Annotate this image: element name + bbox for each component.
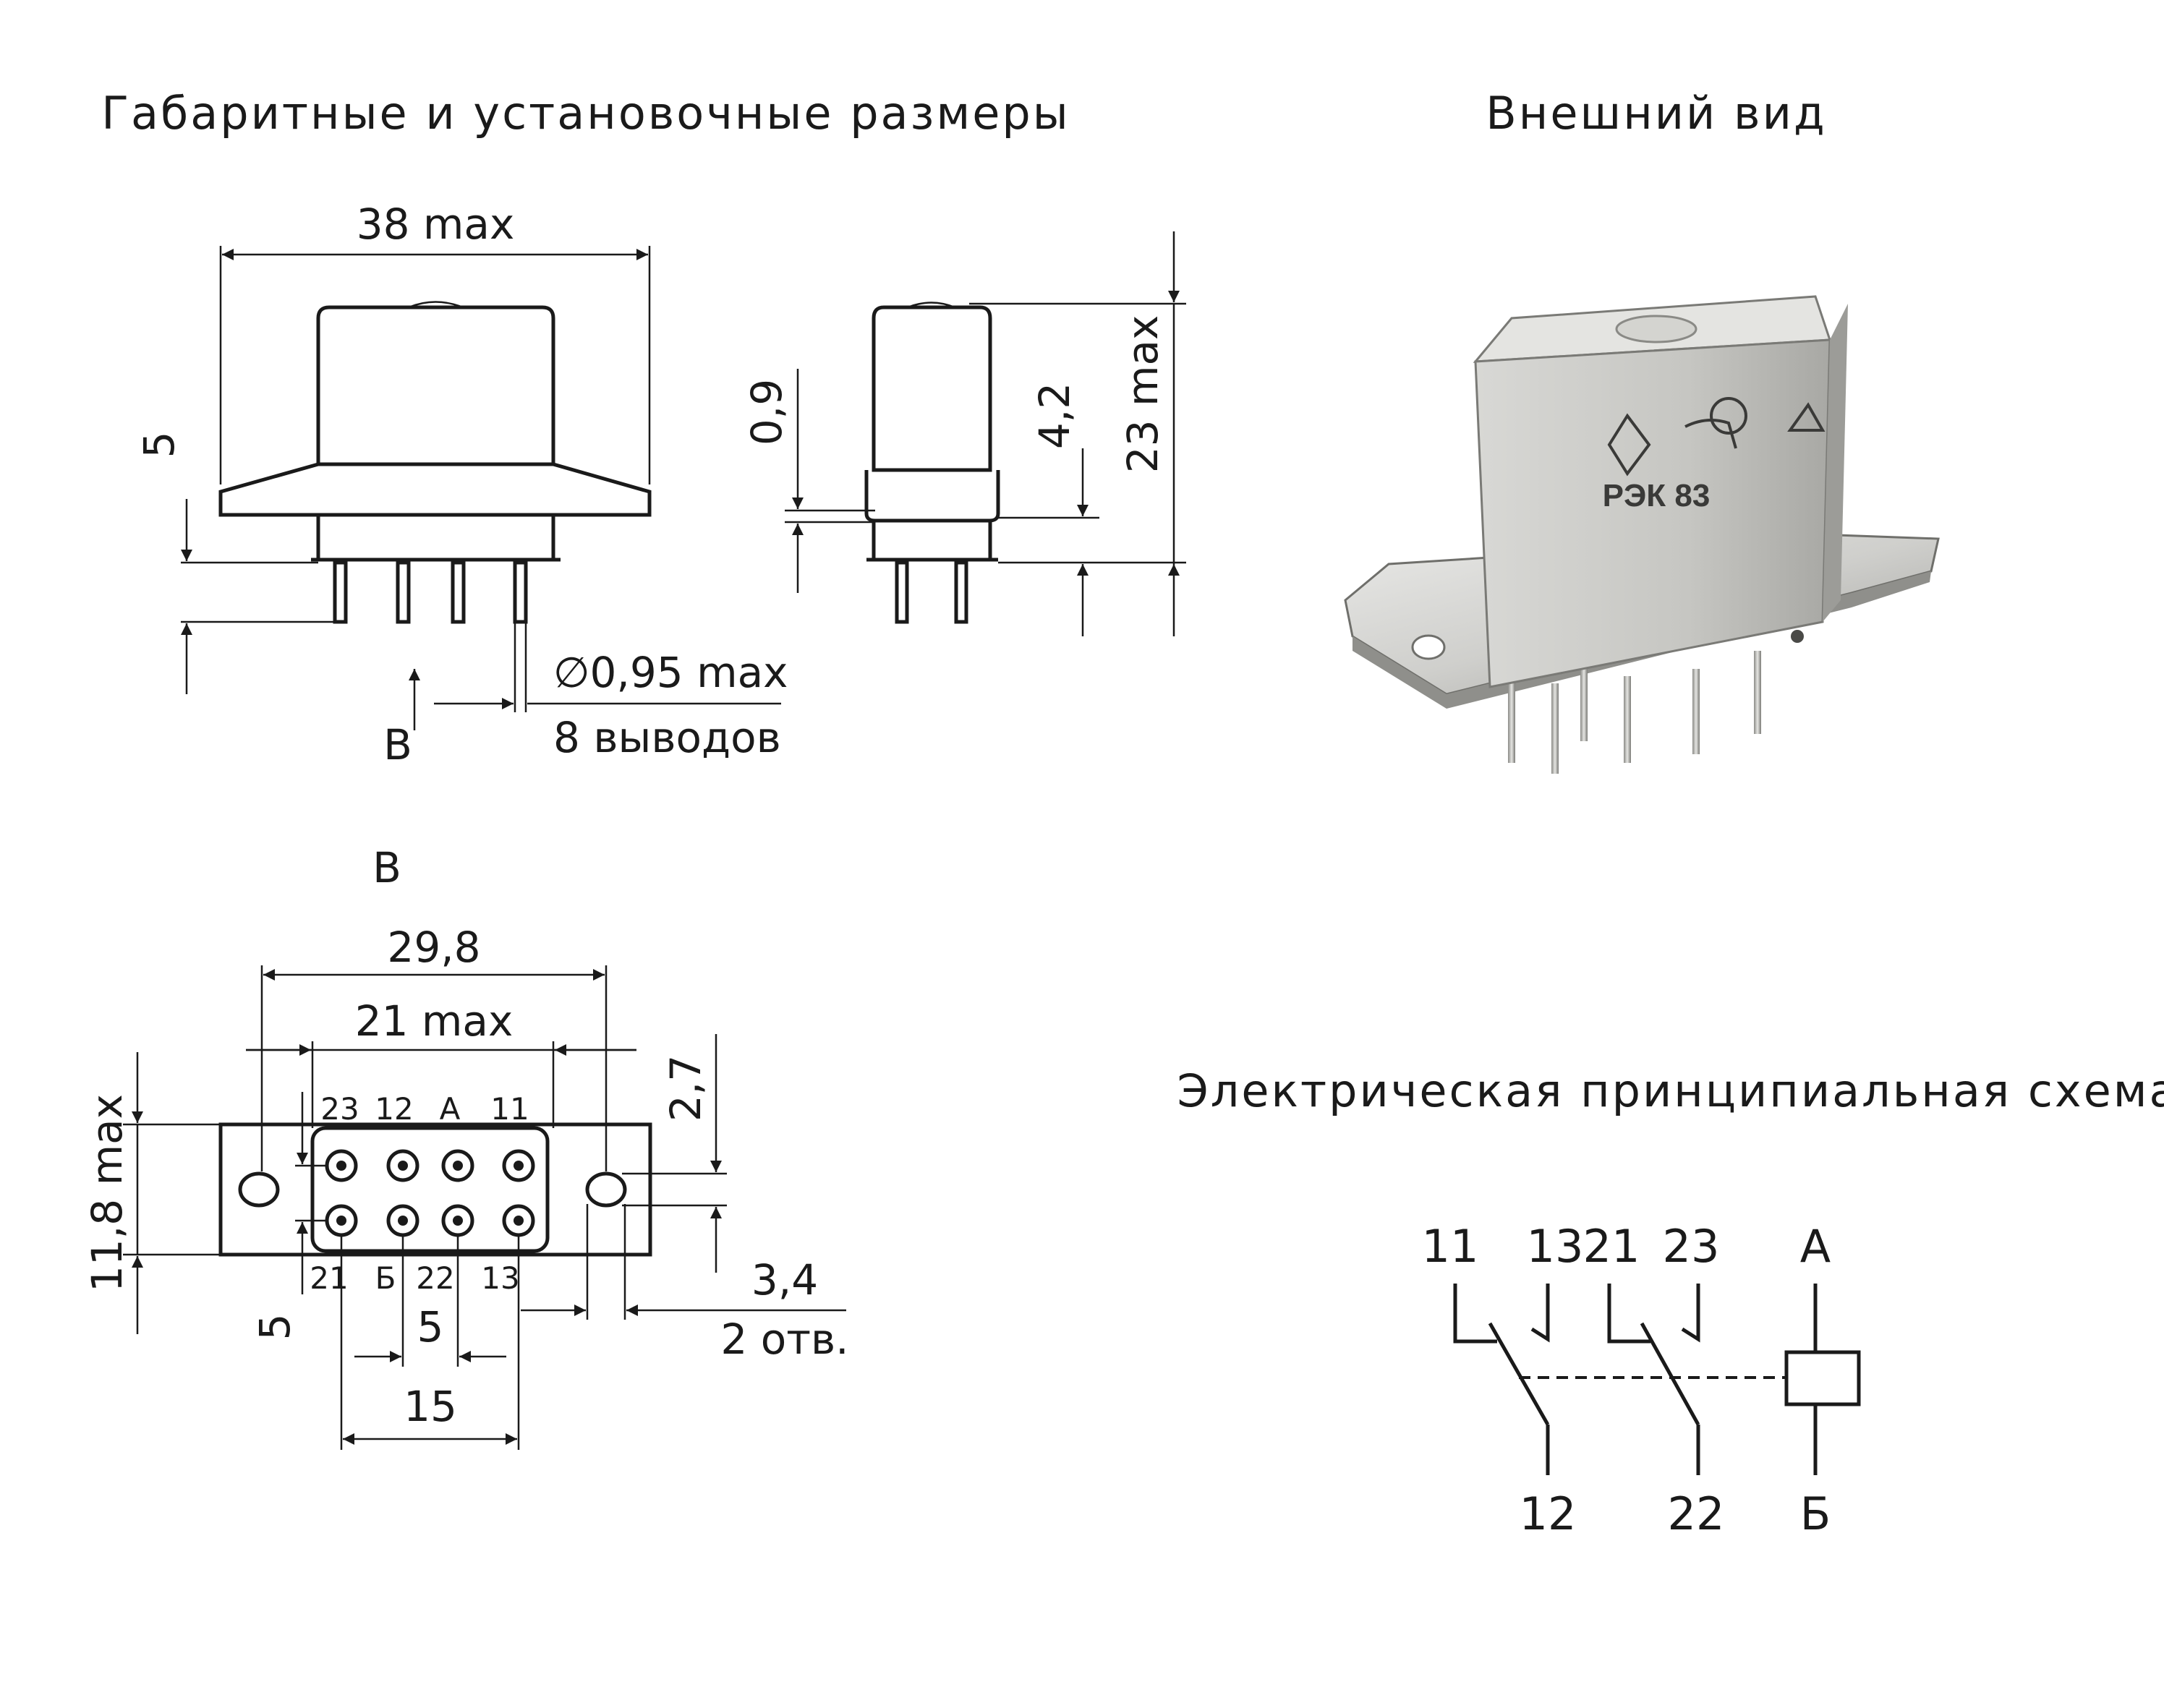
dim-hole-count: 2 отв. [720, 1315, 848, 1364]
pin-label-a: А [440, 1091, 461, 1127]
dim-pin-count: 8 выводов [553, 713, 781, 762]
product-marking: РЭК 83 [1603, 478, 1711, 513]
contact-switch-2 [1640, 1322, 1700, 1426]
front-cover [316, 305, 555, 472]
sch-label-23: 23 [1663, 1220, 1720, 1273]
view-marker-b: В [383, 720, 412, 769]
bottom-view: В 23 12 А 11 21 Б 22 13 29,8 [82, 843, 849, 1450]
side-bracket [864, 470, 1000, 523]
pin-label-13: 13 [481, 1260, 519, 1296]
mount-hole-left [238, 1171, 280, 1208]
pin-label-21: 21 [310, 1260, 348, 1296]
dim-hole-diameter-34: 3,4 [751, 1255, 818, 1305]
front-base [316, 513, 555, 562]
diamond-mark-icon [1607, 413, 1651, 477]
appearance-title: Внешний вид [1486, 87, 1826, 140]
sch-label-21: 21 [1583, 1220, 1640, 1273]
dim-pitch-5: 5 [417, 1302, 444, 1352]
product-flange-hole [1411, 634, 1446, 660]
side-view: 0,9 4,2 23 max [742, 231, 1186, 636]
dim-height-23: 23 max [1118, 315, 1167, 474]
electrical-schematic: 11 13 21 23 А 12 22 Б [1422, 1220, 1861, 1540]
contact-23-fixed [1681, 1284, 1700, 1343]
contact-21-fixed [1607, 1284, 1650, 1344]
logo-mark-icon [1710, 397, 1747, 435]
side-cover [872, 305, 992, 472]
sch-label-13: 13 [1527, 1220, 1584, 1273]
contact-11-fixed [1453, 1284, 1497, 1344]
mount-hole-right [585, 1171, 627, 1208]
dim-pin-diameter: ∅0,95 max [553, 648, 788, 697]
contact-13-fixed [1530, 1284, 1550, 1343]
bottom-view-label: В [372, 843, 401, 892]
sch-label-a: А [1800, 1220, 1831, 1273]
dim-length-298: 29,8 [387, 923, 480, 972]
pin-label-b: Б [375, 1260, 396, 1296]
dim-height-118: 11,8 max [82, 1094, 132, 1292]
sch-label-22: 22 [1668, 1487, 1725, 1540]
schematic-title: Электрическая принципиальная схема [1177, 1064, 2164, 1117]
front-flange [218, 462, 652, 517]
product-cover-face [1474, 338, 1831, 688]
sch-label-b: Б [1800, 1487, 1831, 1540]
front-cover-dome [408, 301, 464, 309]
relay-coil [1784, 1350, 1861, 1406]
front-view: 38 max 5 ∅0,95 max 8 выводов В [135, 200, 788, 769]
dim-body-length-21: 21 max [355, 996, 514, 1046]
contact-switch-1 [1488, 1322, 1550, 1426]
pin-label-11: 11 [490, 1091, 529, 1127]
sch-label-12: 12 [1520, 1487, 1577, 1540]
dim-span-15: 15 [404, 1382, 457, 1431]
sch-label-11: 11 [1422, 1220, 1479, 1273]
dim-offset-42: 4,2 [1030, 383, 1079, 449]
pin-label-12: 12 [375, 1091, 413, 1127]
triangle-mark-icon [1787, 402, 1826, 432]
dim-thickness-09: 0,9 [742, 379, 791, 445]
dim-pitch-vertical-5: 5 [250, 1314, 299, 1341]
bottom-base [310, 1126, 550, 1253]
front-pins [333, 560, 528, 624]
relay-product-image: РЭК 83 [1344, 295, 1940, 774]
dim-width-38: 38 max [357, 200, 515, 249]
pin-label-23: 23 [320, 1091, 359, 1127]
dimensions-title: Габаритные и установочные размеры [101, 87, 1070, 140]
dim-flange-5: 5 [135, 432, 184, 458]
product-pins [1508, 651, 1761, 774]
pin-label-22: 22 [416, 1260, 454, 1296]
dim-hole-offset-27: 2,7 [661, 1055, 710, 1122]
